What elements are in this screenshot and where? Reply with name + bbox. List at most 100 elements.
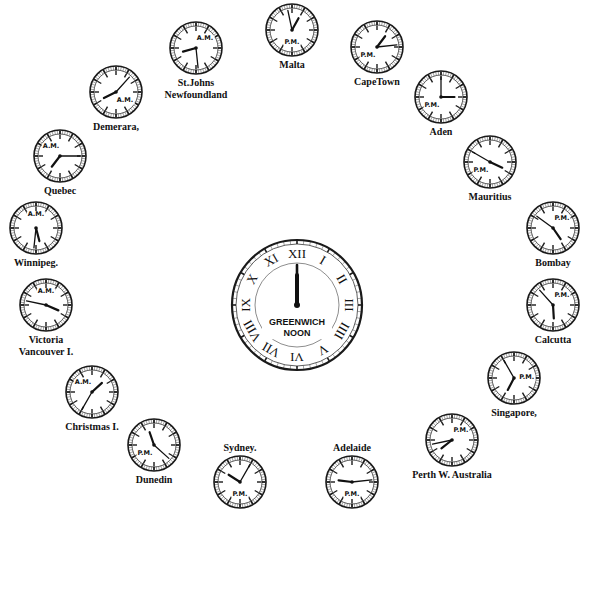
clock-tick <box>338 257 340 260</box>
clock-tick <box>68 309 71 311</box>
clock-tick <box>232 458 233 461</box>
hour-mark <box>177 37 181 39</box>
clock-tick <box>430 451 433 453</box>
hour-mark <box>17 217 21 219</box>
clock-tick <box>75 373 77 376</box>
clock-tick <box>399 44 402 45</box>
clock-tick <box>33 203 34 206</box>
clock-tick <box>27 288 30 290</box>
clock-tick <box>21 207 23 210</box>
am-pm-mark: P.M. <box>553 292 570 299</box>
clock-tick <box>342 459 343 462</box>
clock-face <box>65 365 119 419</box>
clock-tick <box>451 415 453 419</box>
clock-tick <box>330 493 333 495</box>
clock-tick <box>54 241 57 243</box>
clock-tick <box>528 230 531 231</box>
clock-tick <box>466 154 469 155</box>
clock-tick <box>417 89 420 90</box>
clock-tick <box>236 285 239 286</box>
clock-tick <box>188 24 189 27</box>
clock-tick <box>48 327 49 330</box>
hour-mark <box>169 454 173 456</box>
clock-tick <box>64 318 67 320</box>
clock-tick <box>173 456 176 458</box>
clock-tick <box>216 57 219 58</box>
clock-inner-ring <box>355 25 399 69</box>
clock-tick <box>495 361 498 363</box>
hour-mark <box>495 367 499 369</box>
clock-tick <box>108 375 111 377</box>
clock-tick <box>299 51 300 54</box>
clock-tick <box>463 91 466 93</box>
clock-tick <box>482 138 483 141</box>
clock-tick <box>536 382 539 384</box>
hour-mark <box>351 499 352 504</box>
clock-tick <box>30 203 32 206</box>
minute-hand <box>352 480 372 482</box>
clock-tick <box>354 457 355 460</box>
clock-tick <box>296 5 298 8</box>
clock-tick <box>497 138 498 141</box>
clock-tick <box>35 160 38 162</box>
clock-tick <box>233 298 236 299</box>
clock-tick <box>40 203 42 206</box>
clock-tick <box>233 311 236 312</box>
clock-tick <box>217 472 220 473</box>
clock-tick <box>353 54 356 55</box>
clock-tick <box>179 64 181 67</box>
clock-tick <box>94 79 97 81</box>
clock-tick <box>241 336 244 338</box>
clock-centre <box>512 376 516 380</box>
clock-tick <box>114 394 117 395</box>
clock-tick <box>550 203 551 206</box>
clock-tick <box>512 161 516 163</box>
clock-tick <box>575 225 578 226</box>
clock-tick <box>529 235 532 236</box>
clock-tick <box>132 432 135 434</box>
clock-tick <box>468 173 471 175</box>
clock-tick <box>216 38 219 39</box>
clock-tick <box>54 213 57 215</box>
clock-tick <box>313 22 316 23</box>
hour-mark <box>69 137 71 141</box>
clock-tick <box>419 108 422 110</box>
clock-tick <box>560 281 561 284</box>
clock-tick <box>393 62 396 64</box>
clock-tick <box>307 11 309 14</box>
clock-tick <box>314 27 317 28</box>
clock-tick <box>474 442 477 443</box>
clock-face <box>213 455 267 509</box>
clock-tick <box>138 96 141 98</box>
clock-tick <box>256 465 259 467</box>
clock-inner-ring <box>24 283 68 327</box>
hour-mark <box>493 377 498 378</box>
clock-tick <box>19 209 21 212</box>
am-pm-mark: P.M. <box>553 215 570 222</box>
clock-tick <box>68 299 71 301</box>
hour-hand <box>508 378 514 390</box>
clock-tick <box>123 113 124 116</box>
clock-tick <box>494 137 496 140</box>
hour-mark <box>105 73 107 77</box>
clock-tick <box>176 449 179 451</box>
clock-tick <box>508 353 510 356</box>
minute-hand <box>240 465 250 482</box>
clock-tick <box>371 469 374 471</box>
clock-tick <box>431 74 432 77</box>
clock-tick <box>148 420 150 423</box>
clock-face <box>325 455 379 509</box>
clock-tick <box>372 472 375 473</box>
am-pm-mark: A.M. <box>116 97 135 104</box>
clock-tick <box>260 472 263 473</box>
clock-tick <box>428 447 431 448</box>
city-clock: P.M.CapeTown <box>350 20 404 74</box>
clock-tick <box>575 309 578 311</box>
clock-tick <box>532 241 535 243</box>
clock-tick <box>66 295 69 296</box>
clock-tick <box>393 30 396 32</box>
minute-hand <box>60 155 80 156</box>
hour-mark <box>221 471 225 473</box>
clock-tick <box>148 467 150 470</box>
clock-tick <box>31 323 33 326</box>
